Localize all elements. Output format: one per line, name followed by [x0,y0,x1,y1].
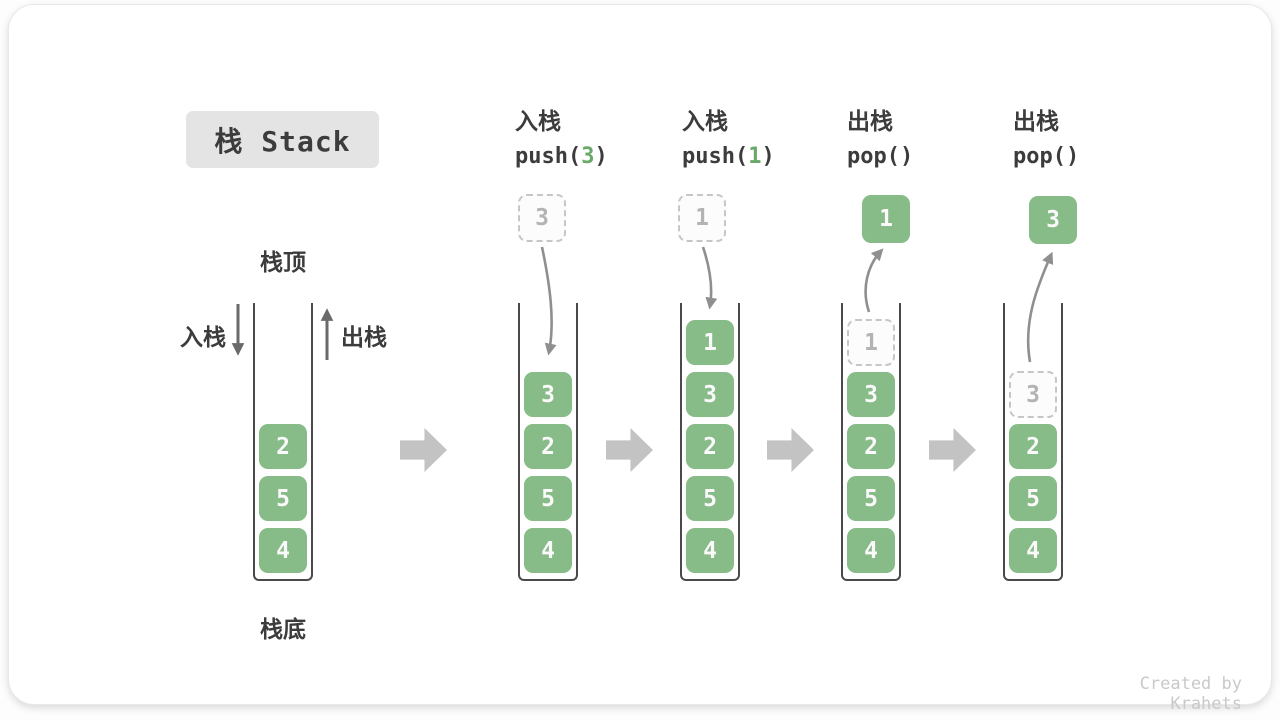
code-post: ) [761,144,775,169]
stack-cell: 5 [847,476,895,521]
op-header-pop-3: 出栈 pop() [1013,108,1183,171]
stack-state-after-pop-3: 3 2 5 4 [1003,303,1063,581]
stack-state-initial: 2 5 4 [253,303,313,581]
op-header-pop-1: 出栈 pop() [847,108,1017,171]
code-arg: 1 [748,144,762,169]
stack-cell: 5 [259,476,307,521]
code-pre: pop() [1013,144,1080,169]
stack-bottom-label: 栈底 [260,617,306,643]
op-name-label: 出栈 [847,109,893,135]
stack-cell: 3 [686,372,734,417]
stack-cell: 2 [1009,424,1057,469]
pop-value-box-1: 1 [862,195,910,243]
stack-cell: 2 [686,424,734,469]
push-side-label: 入栈 [180,325,226,351]
stack-cell: 2 [524,424,572,469]
stack-cell: 1 [686,320,734,365]
diagram-title: 栈 Stack [186,111,379,168]
code-pre: push( [682,144,749,169]
stack-cell: 2 [259,424,307,469]
stack-cell: 2 [847,424,895,469]
op-name-label: 入栈 [682,109,728,135]
watermark-credit: Created by Krahets [1139,674,1242,714]
stack-cell-removed: 3 [1009,371,1057,418]
stack-cell: 4 [524,528,572,573]
op-code-label: push(3) [515,143,685,171]
pop-side-label: 出栈 [341,325,387,351]
op-name-label: 出栈 [1013,109,1059,135]
op-code-label: pop() [847,143,1017,171]
code-pre: pop() [847,144,914,169]
stack-cell: 3 [847,372,895,417]
stack-state-after-push-3: 3 2 5 4 [518,303,578,581]
stack-state-after-push-1: 1 3 2 5 4 [680,303,740,581]
stack-cell: 4 [1009,528,1057,573]
stack-cell: 4 [686,528,734,573]
op-code-label: pop() [1013,143,1183,171]
push-value-box-1: 1 [678,194,726,242]
stack-cell-removed: 1 [847,319,895,366]
stack-cell: 4 [847,528,895,573]
stack-cell: 5 [524,476,572,521]
code-pre: push( [515,144,582,169]
stack-cell: 4 [259,528,307,573]
op-name-label: 入栈 [515,109,561,135]
op-header-push-1: 入栈 push(1) [682,108,852,171]
stack-cell: 3 [524,372,572,417]
stack-state-after-pop-1: 1 3 2 5 4 [841,303,901,581]
code-post: ) [594,144,608,169]
push-value-box-3: 3 [518,194,566,242]
op-code-label: push(1) [682,143,852,171]
stack-top-label: 栈顶 [260,250,306,276]
pop-value-box-3: 3 [1029,196,1077,244]
op-header-push-3: 入栈 push(3) [515,108,685,171]
stack-cell: 5 [1009,476,1057,521]
stack-cell: 5 [686,476,734,521]
code-arg: 3 [581,144,595,169]
